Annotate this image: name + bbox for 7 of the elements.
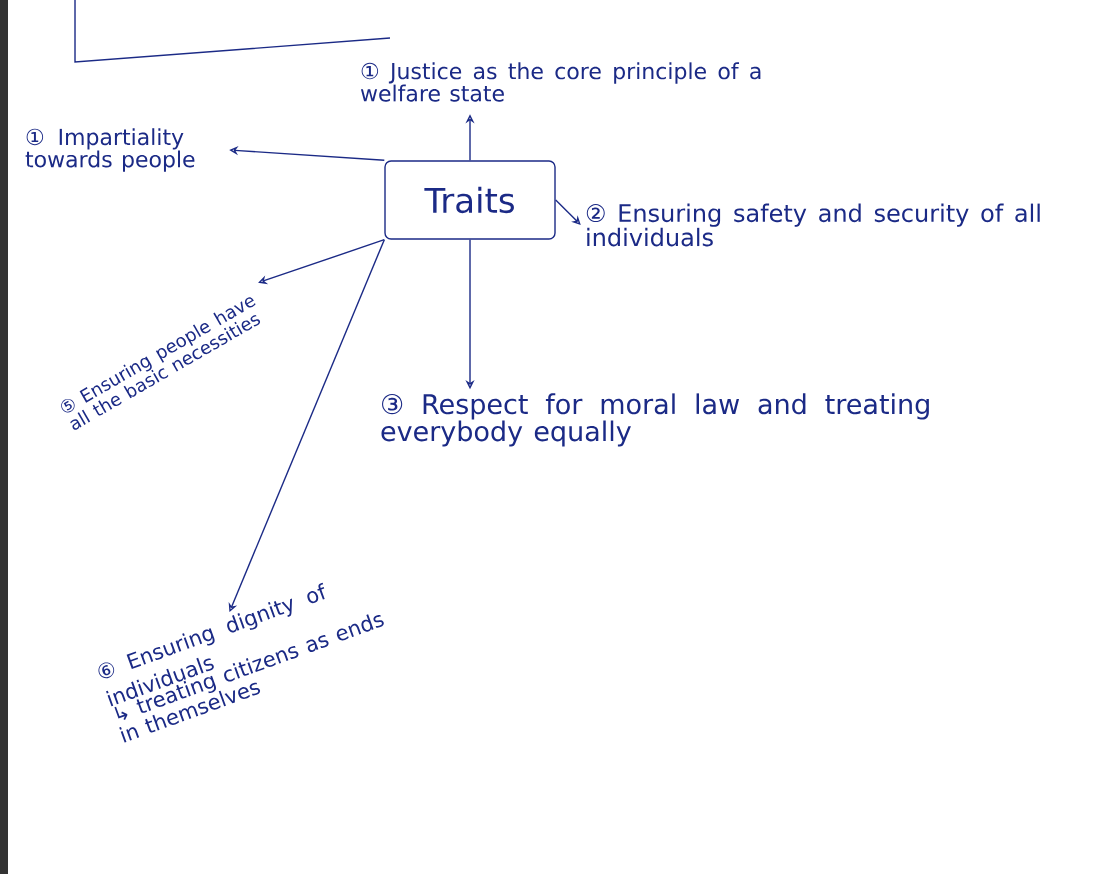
arrow	[555, 199, 581, 225]
mind-map-text: ① Justice as the core principle of a welfare state	[360, 62, 761, 102]
mind-map-text: ③ Respect for moral law and treating everybody equally	[381, 393, 929, 447]
central-box: Traits	[384, 160, 556, 240]
arrow	[258, 239, 385, 285]
mind-map-text: ② Ensuring safety and security of all individuals	[586, 203, 1040, 247]
mind-map-text: ① Impartiality towards people	[25, 128, 195, 172]
